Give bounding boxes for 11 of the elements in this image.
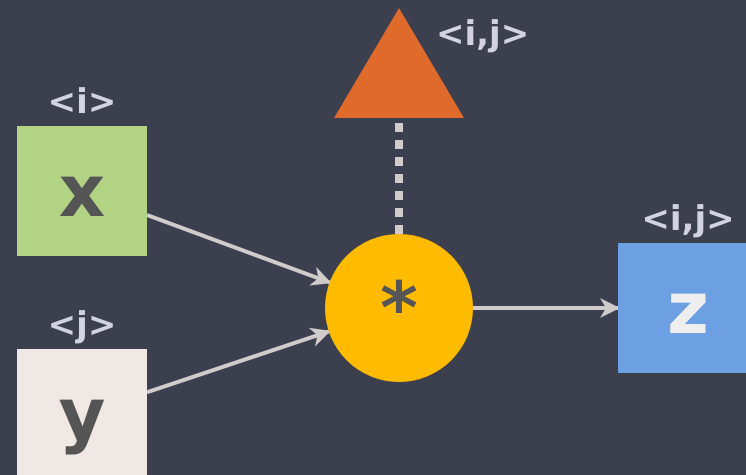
- operator-symbol: *: [379, 268, 419, 348]
- index-label: <j>: [48, 305, 116, 345]
- index-label: <i,j>: [436, 14, 530, 54]
- variable-label: z: [666, 268, 710, 348]
- variable-label: x: [58, 151, 106, 231]
- arrow: [473, 298, 620, 318]
- index-label: <i>: [48, 82, 116, 122]
- arrow: [146, 328, 331, 394]
- variable-label: y: [58, 374, 106, 454]
- arrow: [146, 213, 332, 286]
- index-label: <i,j>: [641, 199, 735, 239]
